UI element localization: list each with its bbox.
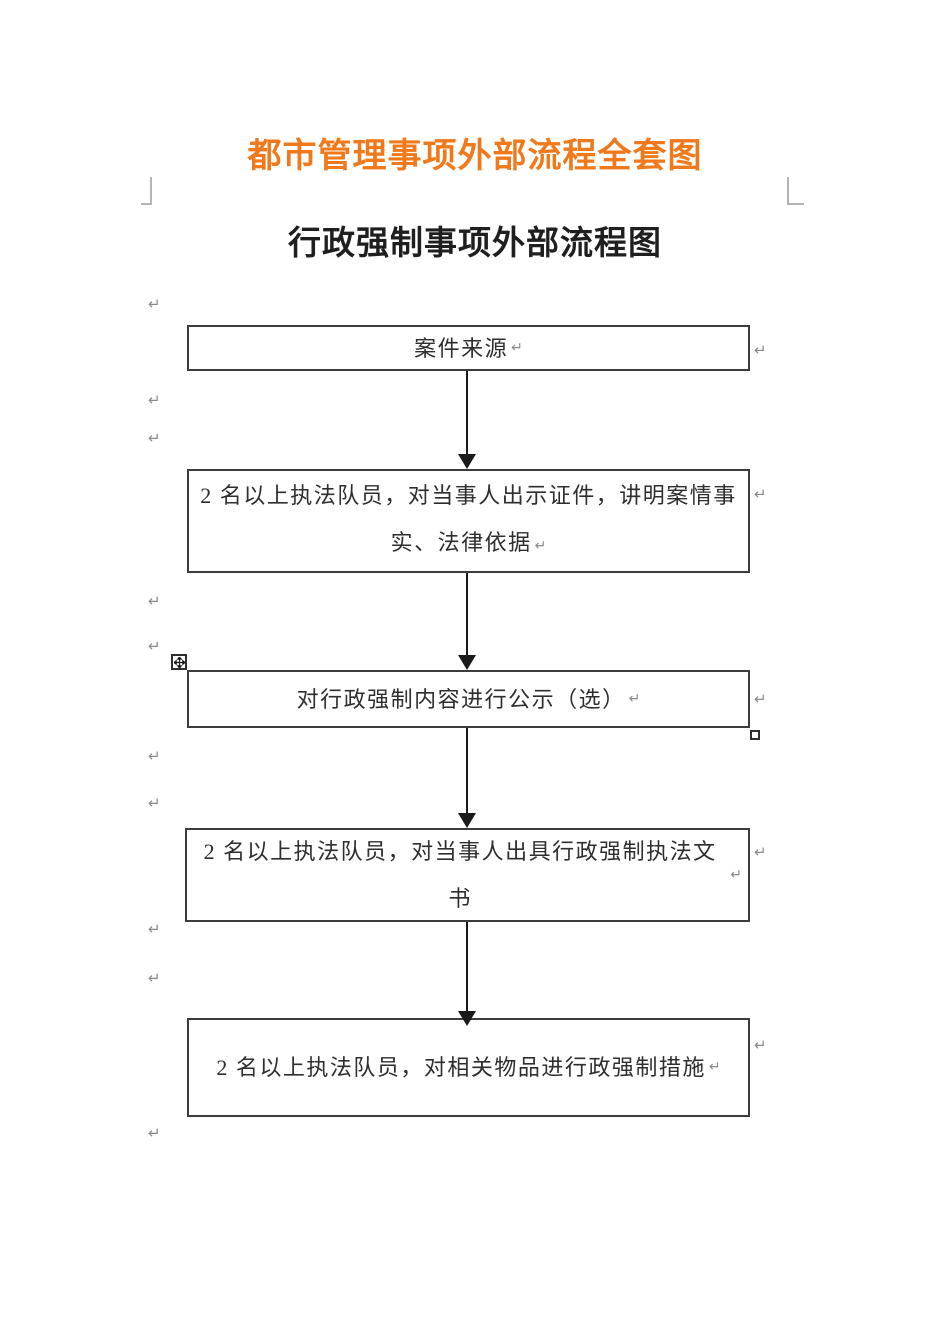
paragraph-mark: ↵ bbox=[730, 866, 742, 883]
paragraph-mark: ↵ bbox=[754, 341, 767, 359]
flow-box-enforcement-measures[interactable]: 2 名以上执法队员，对相关物品进行政强制措施↵ bbox=[187, 1018, 750, 1117]
flow-box-show-credentials[interactable]: 2 名以上执法队员，对当事人出示证件，讲明案情事实、法律依据↵ bbox=[187, 469, 750, 573]
shape-resize-handle[interactable] bbox=[750, 730, 760, 740]
flow-box-text: 2 名以上执法队员，对当事人出示证件，讲明案情事实、法律依据 bbox=[200, 483, 737, 555]
flow-box-text: 对行政强制内容进行公示（选） bbox=[296, 686, 626, 712]
flow-box-text: 2 名以上执法队员，对当事人出具行政强制执法文书 bbox=[203, 839, 717, 911]
paragraph-mark: ↵ bbox=[534, 538, 547, 554]
flow-box-text: 2 名以上执法队员，对相关物品进行政强制措施 bbox=[216, 1055, 706, 1080]
paragraph-mark: ↵ bbox=[511, 339, 523, 356]
flow-box-issue-documents[interactable]: 2 名以上执法队员，对当事人出具行政强制执法文书 ↵ bbox=[185, 828, 750, 922]
paragraph-mark: ↵ bbox=[708, 1059, 721, 1075]
paragraph-mark: ↵ bbox=[148, 794, 161, 812]
page-title: 都市管理事项外部流程全套图 bbox=[247, 138, 703, 175]
move-cross-icon bbox=[173, 656, 185, 668]
paragraph-mark: ↵ bbox=[148, 920, 161, 938]
paragraph-mark: ↵ bbox=[148, 1124, 161, 1142]
paragraph-mark: ↵ bbox=[148, 429, 161, 447]
paragraph-mark: ↵ bbox=[148, 969, 161, 987]
shape-move-handle[interactable] bbox=[171, 654, 187, 670]
paragraph-mark: ↵ bbox=[628, 690, 641, 707]
paragraph-mark: ↵ bbox=[754, 1036, 767, 1054]
paragraph-mark: ↵ bbox=[148, 592, 161, 610]
flowchart-title: 行政强制事项外部流程图 bbox=[288, 226, 662, 262]
flow-box-case-source[interactable]: 案件来源↵ bbox=[187, 325, 750, 371]
paragraph-mark: ↵ bbox=[148, 295, 161, 313]
paragraph-mark: ↵ bbox=[754, 843, 767, 861]
paragraph-mark: ↵ bbox=[754, 485, 767, 503]
flow-box-text: 案件来源 bbox=[414, 335, 509, 361]
paragraph-mark: ↵ bbox=[148, 747, 161, 765]
flow-box-public-notice[interactable]: 对行政强制内容进行公示（选）↵ bbox=[187, 670, 750, 728]
paragraph-mark: ↵ bbox=[754, 690, 767, 708]
paragraph-mark: ↵ bbox=[148, 391, 161, 409]
paragraph-mark: ↵ bbox=[148, 637, 161, 655]
